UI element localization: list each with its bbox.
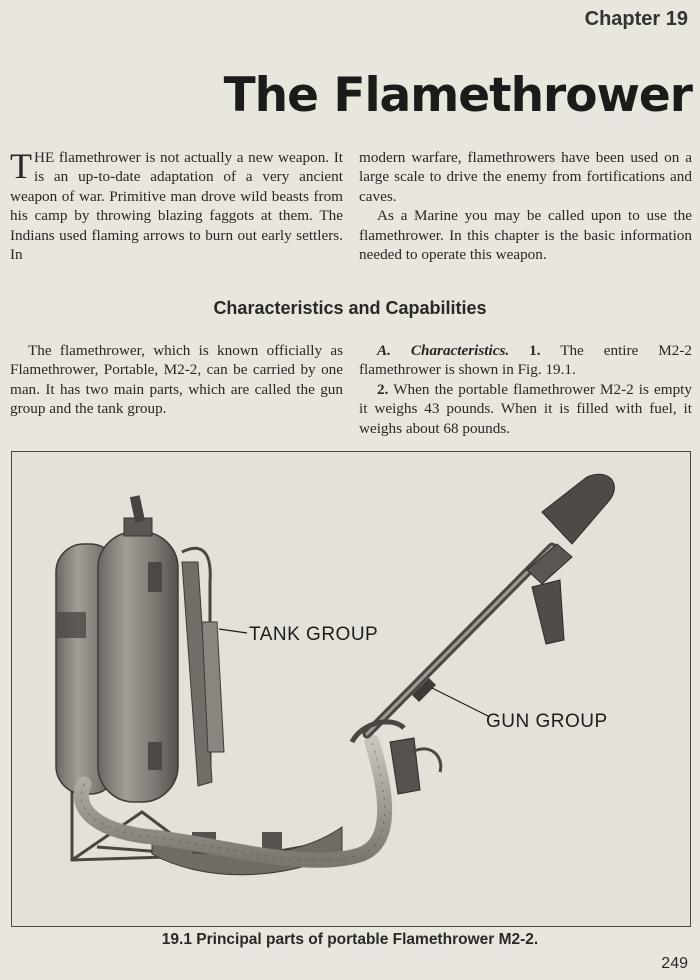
intro-paragraph-1-cont: modern warfare, flamethrowers have been … xyxy=(359,149,692,205)
characteristics-left-column: The flamethrower, which is known officia… xyxy=(10,341,343,438)
intro-paragraph-2: As a Marine you may be called upon to us… xyxy=(359,207,692,264)
callout-tank-group: TANK GROUP xyxy=(218,624,378,645)
characteristics-intro-paragraph: The flamethrower, which is known officia… xyxy=(10,342,343,418)
intro-left-text: HE flamethrower is not actually a new we… xyxy=(10,149,343,264)
figure-flamethrower: TANK GROUP GUN GROUP xyxy=(11,451,691,927)
item-number-1: 1. xyxy=(529,342,541,359)
item-1-text: The entire M2-2 flamethrower is shown in… xyxy=(359,342,693,379)
fuel-tanks xyxy=(55,495,179,803)
callout-gun-group: GUN GROUP xyxy=(431,687,608,732)
flamethrower-illustration: TANK GROUP GUN GROUP xyxy=(55,473,615,876)
carrying-harness xyxy=(151,561,343,876)
characteristics-section: The flamethrower, which is known officia… xyxy=(10,341,692,438)
intro-right-column: modern warfare, flamethrowers have been … xyxy=(359,148,692,264)
page-number: 249 xyxy=(661,955,688,972)
item-number-2: 2. xyxy=(377,380,389,398)
characteristics-label: A. Characteristics. xyxy=(377,342,510,359)
tank-group-label: TANK GROUP xyxy=(249,624,378,645)
section-heading: Characteristics and Capabilities xyxy=(213,298,487,318)
page-title: The Flamethrower xyxy=(223,68,693,123)
gun-assembly xyxy=(349,473,615,795)
characteristics-right-column: A. Characteristics. 1. The entire M2-2 f… xyxy=(359,341,692,438)
chapter-label: Chapter 19 xyxy=(584,8,688,30)
drop-cap: T xyxy=(10,146,32,186)
figure-caption: 19.1 Principal parts of portable Flameth… xyxy=(161,931,539,948)
characteristics-item-1: A. Characteristics. 1. The entire M2-2 f… xyxy=(359,341,692,380)
characteristics-item-2: 2. When the portable flamethrower M2-2 i… xyxy=(359,380,692,438)
gun-group-label: GUN GROUP xyxy=(486,711,608,732)
item-2-text: When the portable flamethrower M2-2 is e… xyxy=(359,380,692,437)
